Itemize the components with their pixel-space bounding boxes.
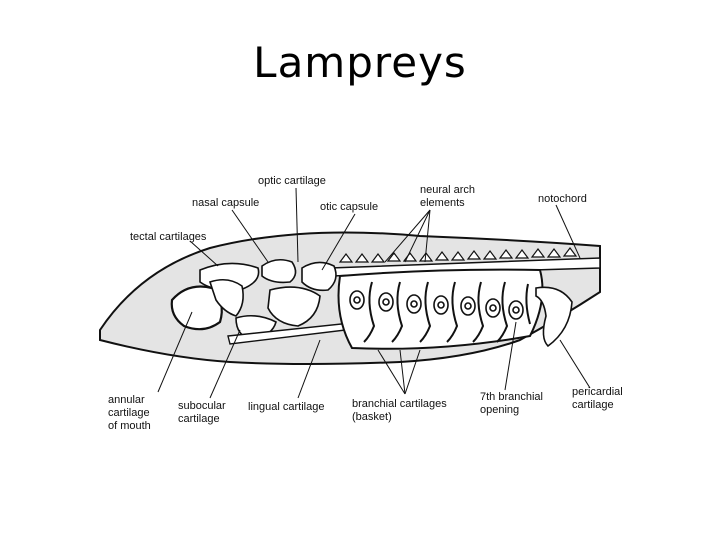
- label-seventh-branchial-1: 7th branchial: [480, 391, 543, 403]
- label-optic-cartilage: optic cartilage: [258, 175, 326, 187]
- label-annular-2: cartilage: [108, 407, 150, 419]
- label-subocular-2: cartilage: [178, 413, 220, 425]
- label-neural-arch-1: neural arch: [420, 184, 475, 196]
- leader-lines: [157, 187, 591, 399]
- label-pericardial-2: cartilage: [572, 399, 614, 411]
- label-tectal-cartilages: tectal cartilages: [130, 231, 207, 243]
- branchial-openings: [349, 290, 524, 320]
- label-branchial-2: (basket): [352, 411, 392, 423]
- mouth-cartilage: [208, 278, 244, 317]
- label-notochord: notochord: [538, 193, 587, 205]
- optic-cartilage: [267, 286, 321, 327]
- nasal-capsule: [261, 258, 297, 284]
- label-neural-arch-2: elements: [420, 197, 465, 209]
- otic-capsule: [301, 261, 337, 292]
- label-lingual-cartilage: lingual cartilage: [248, 401, 324, 413]
- pericardial-cartilage: [535, 286, 573, 348]
- neural-arch-elements: [338, 247, 578, 263]
- label-branchial-1: branchial cartilages: [352, 398, 447, 410]
- branchial-bars: [363, 281, 531, 343]
- label-seventh-branchial-2: opening: [480, 404, 519, 416]
- slide-title: Lampreys: [253, 38, 467, 87]
- label-pericardial-1: pericardial: [572, 386, 623, 398]
- label-annular-3: of mouth: [108, 420, 151, 432]
- label-annular-1: annular: [108, 394, 145, 406]
- annular-cartilage: [170, 285, 223, 331]
- label-otic-capsule: otic capsule: [320, 201, 378, 213]
- label-subocular-1: subocular: [178, 400, 226, 412]
- label-nasal-capsule: nasal capsule: [192, 197, 259, 209]
